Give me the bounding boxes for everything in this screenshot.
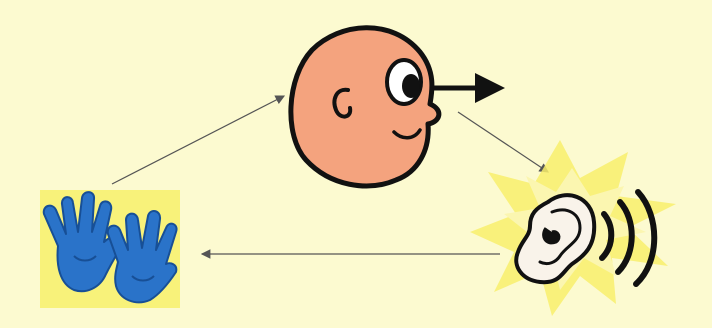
head-with-eye-icon	[291, 28, 439, 186]
blue-gloves-icon	[40, 190, 180, 308]
